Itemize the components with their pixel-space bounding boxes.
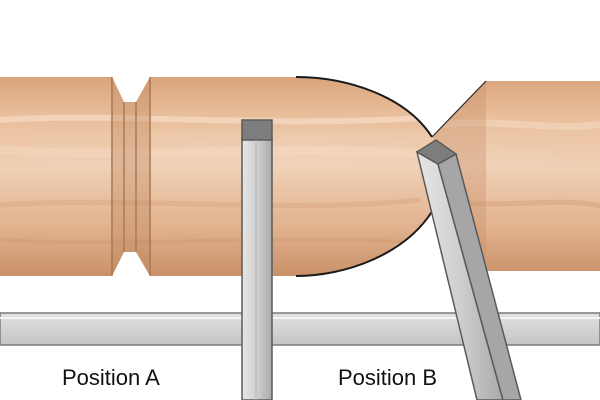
label-position-a: Position A <box>62 365 160 390</box>
label-position-b: Position B <box>338 365 438 390</box>
tool-position-a <box>241 119 273 400</box>
v-groove <box>111 77 151 276</box>
tool-position-b <box>415 139 522 400</box>
tool-rest <box>0 312 600 346</box>
wood-workpiece <box>0 76 600 277</box>
